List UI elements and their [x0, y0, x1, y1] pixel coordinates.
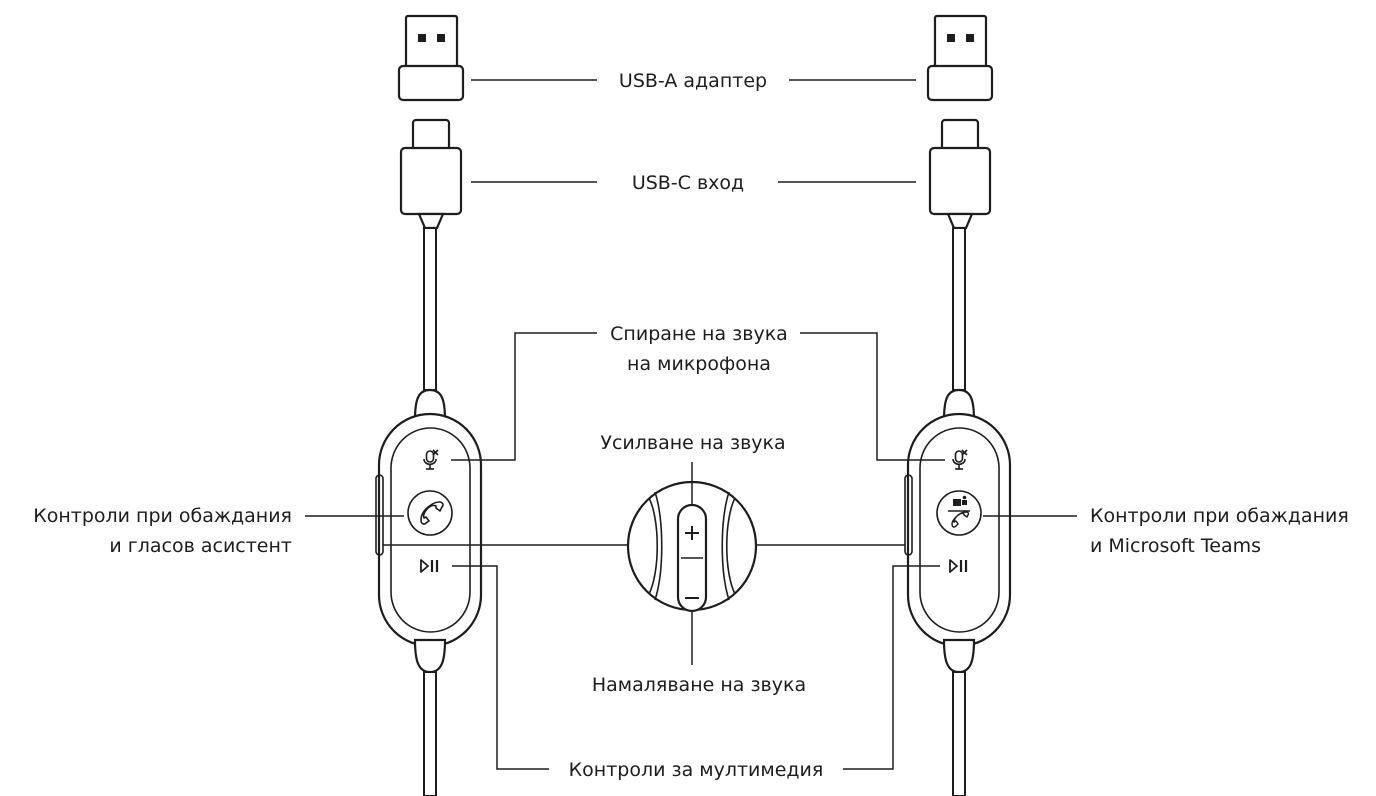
left-call-button[interactable]: [407, 490, 453, 536]
left-play-pause-icon: [420, 559, 439, 573]
right-phone-handset-icon: [951, 511, 970, 528]
right-usb-a-adapter: [926, 14, 994, 102]
left-usb-a-adapter: [397, 14, 465, 102]
right-side-volume-strip: [904, 474, 913, 556]
plus-icon: [685, 526, 699, 540]
left-microphone-mute-icon: [423, 449, 439, 470]
mute-label-line2: на микрофона: [627, 353, 771, 375]
left-cable-lower: [423, 671, 437, 796]
volume-down-label: Намаляване на звука: [592, 674, 806, 696]
right-microsoft-teams-icon: [953, 495, 967, 506]
left-remote-cap-top: [413, 388, 447, 422]
right-microphone-mute-icon: [952, 449, 968, 470]
left-cable-upper: [423, 227, 437, 391]
right-cable-lower: [952, 671, 966, 796]
left-call-controls-label-line2: и гласов асистент: [109, 535, 292, 557]
left-remote-cap-bottom: [413, 638, 447, 674]
left-call-controls-label-line1: Контроли при обаждания: [33, 505, 292, 527]
left-usb-c-connector: [399, 118, 463, 230]
right-remote-cap-top: [942, 388, 976, 422]
leader-lines: [305, 79, 1077, 770]
left-phone-handset-icon: [420, 501, 444, 525]
right-device: [904, 14, 1012, 796]
right-call-controls-label-line2: и Microsoft Teams: [1090, 535, 1261, 557]
right-teams-call-button[interactable]: [936, 490, 982, 536]
right-play-pause-icon: [949, 559, 968, 573]
right-usb-c-connector: [928, 118, 992, 230]
right-cable-upper: [952, 227, 966, 391]
media-controls-label: Контроли за мултимедия: [569, 759, 824, 781]
usb-c-input-label: USB-C вход: [632, 172, 744, 194]
right-remote-cap-bottom: [942, 638, 976, 674]
volume-up-label: Усилване на звука: [600, 432, 785, 454]
mute-label-line1: Спиране на звука: [610, 323, 788, 345]
left-side-volume-strip: [375, 474, 384, 556]
right-call-controls-label-line1: Контроли при обаждания: [1090, 505, 1349, 527]
left-device: [375, 14, 483, 796]
usb-a-adapter-label: USB-A адаптер: [619, 70, 767, 92]
